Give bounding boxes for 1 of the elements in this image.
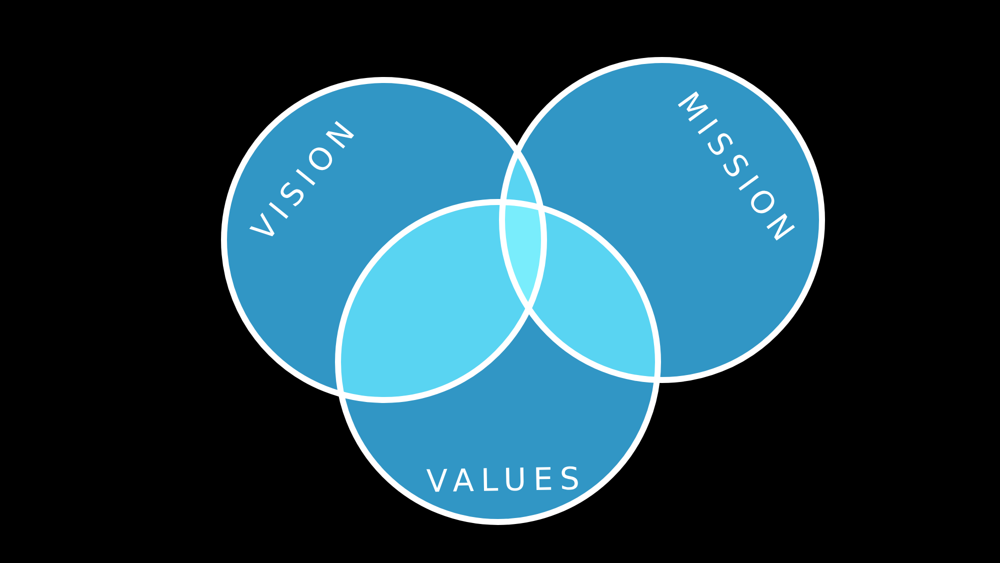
circle-label: VALUES [425,464,587,498]
